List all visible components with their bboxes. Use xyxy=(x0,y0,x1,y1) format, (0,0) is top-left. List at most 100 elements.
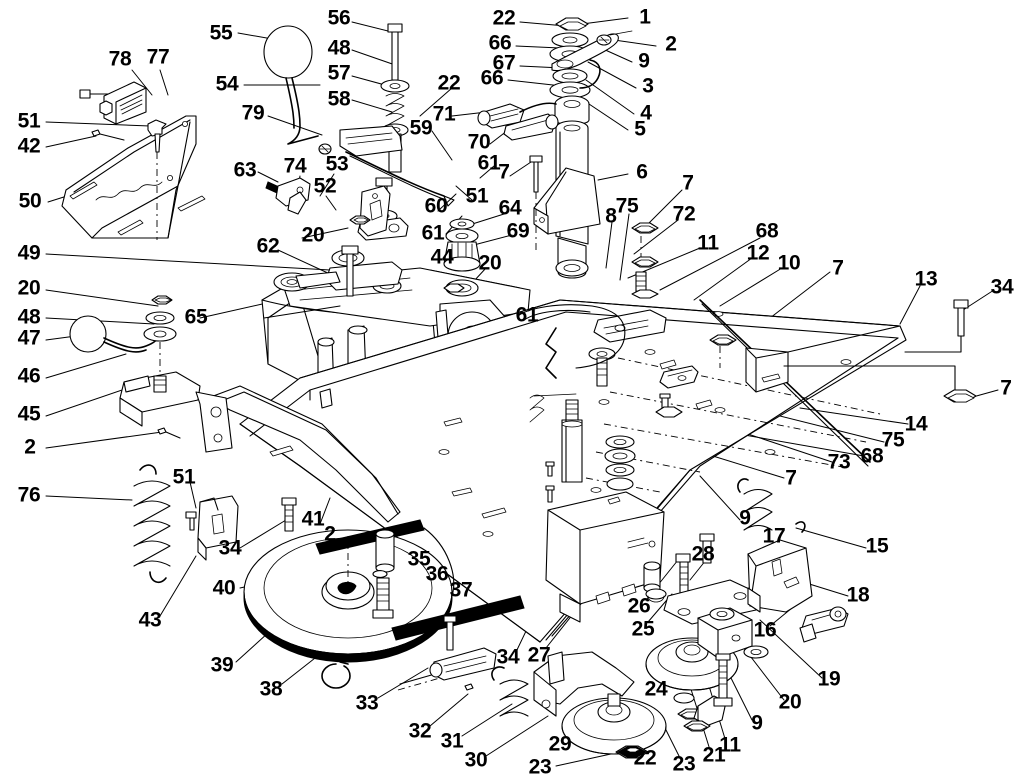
callout-number: 28 xyxy=(691,542,715,566)
callout-number: 60 xyxy=(424,194,448,218)
callout-number: 41 xyxy=(301,507,325,531)
callout-number: 2 xyxy=(665,32,677,56)
callout-number: 7 xyxy=(682,171,694,195)
callout-number: 56 xyxy=(327,6,351,30)
callout-number: 61 xyxy=(477,151,501,175)
callout-number: 51 xyxy=(465,184,489,208)
callout-number: 71 xyxy=(432,102,456,126)
callout-number: 50 xyxy=(18,189,42,213)
callout-number: 22 xyxy=(492,6,516,30)
callout-number: 21 xyxy=(702,743,726,767)
callout-number: 4 xyxy=(640,101,652,125)
callout-number: 7 xyxy=(785,466,797,490)
callout-number: 72 xyxy=(672,202,696,226)
callout-number: 78 xyxy=(108,47,132,71)
callout-number: 1 xyxy=(639,5,651,29)
callout-number: 3 xyxy=(642,74,654,98)
callout-number: 55 xyxy=(209,21,233,45)
callout-number: 44 xyxy=(430,245,454,269)
callout-number: 6 xyxy=(636,160,648,184)
callout-number: 23 xyxy=(528,755,552,779)
callout-number: 61 xyxy=(515,303,539,327)
callout-number: 27 xyxy=(527,643,551,667)
callout-number: 74 xyxy=(283,154,307,178)
callout-number: 63 xyxy=(233,158,257,182)
callout-number: 32 xyxy=(408,719,432,743)
callout-number: 20 xyxy=(17,276,41,300)
callout-number: 20 xyxy=(301,223,325,247)
callout-number: 7 xyxy=(832,256,844,280)
callout-number: 35 xyxy=(407,547,431,571)
callout-number: 20 xyxy=(478,251,502,275)
callout-number: 59 xyxy=(409,116,433,140)
callout-number: 66 xyxy=(488,31,512,55)
callout-number: 68 xyxy=(860,444,884,468)
callout-number: 29 xyxy=(548,732,572,756)
callout-number: 31 xyxy=(440,729,464,753)
callout-number: 22 xyxy=(633,746,657,770)
callout-number: 48 xyxy=(17,305,41,329)
callout-number: 43 xyxy=(138,608,162,632)
callout-number: 42 xyxy=(17,134,41,158)
callout-number: 69 xyxy=(506,219,530,243)
callout-number: 75 xyxy=(615,194,639,218)
callout-number: 11 xyxy=(719,733,741,757)
callout-number: 57 xyxy=(327,61,351,85)
callout-number: 70 xyxy=(467,130,491,154)
callout-number: 34 xyxy=(218,536,242,560)
callout-number: 23 xyxy=(672,752,696,776)
callout-number: 2 xyxy=(24,435,36,459)
callout-number: 76 xyxy=(17,483,41,507)
callout-number: 77 xyxy=(146,45,170,69)
callout-number: 64 xyxy=(498,196,522,220)
callout-number: 7 xyxy=(1000,376,1012,400)
callout-number: 62 xyxy=(256,234,280,258)
callout-number: 20 xyxy=(778,690,802,714)
callout-number: 22 xyxy=(437,71,461,95)
callout-number: 9 xyxy=(751,711,763,735)
callout-number: 37 xyxy=(449,578,473,602)
callout-number: 52 xyxy=(313,174,337,198)
callout-number: 18 xyxy=(846,583,870,607)
callout-number: 36 xyxy=(425,562,449,586)
callout-number: 45 xyxy=(17,402,41,426)
callout-number: 49 xyxy=(17,241,41,265)
callout-number: 54 xyxy=(215,72,239,96)
callout-number: 13 xyxy=(914,267,938,291)
callout-number: 67 xyxy=(492,51,516,75)
callout-number: 38 xyxy=(259,677,283,701)
callout-number: 17 xyxy=(762,524,786,548)
callout-number: 75 xyxy=(881,428,905,452)
callout-number: 24 xyxy=(644,677,668,701)
callout-number: 15 xyxy=(865,534,889,558)
callout-number: 8 xyxy=(605,204,617,228)
callout-number: 26 xyxy=(627,594,651,618)
callout-number: 51 xyxy=(172,465,196,489)
callout-number: 39 xyxy=(210,653,234,677)
callout-number: 68 xyxy=(755,219,779,243)
callout-number: 11 xyxy=(697,231,719,255)
callout-number: 53 xyxy=(325,152,349,176)
callout-number: 30 xyxy=(464,748,488,772)
callout-number: 58 xyxy=(327,87,351,111)
callout-number: 79 xyxy=(241,101,265,125)
callout-number: 51 xyxy=(17,109,41,133)
callout-number: 47 xyxy=(17,326,41,350)
callout-number: 33 xyxy=(355,691,379,715)
callout-number: 34 xyxy=(990,275,1014,299)
callout-number: 25 xyxy=(631,617,655,641)
callout-number: 48 xyxy=(327,36,351,60)
callout-number: 7 xyxy=(498,160,510,184)
callout-number: 40 xyxy=(212,576,236,600)
callout-number: 5 xyxy=(634,117,646,141)
callout-number: 16 xyxy=(753,618,777,642)
callout-number: 73 xyxy=(827,450,851,474)
callout-number: 9 xyxy=(638,49,650,73)
callout-number: 46 xyxy=(17,364,41,388)
callout-number: 10 xyxy=(777,251,801,275)
callout-number: 34 xyxy=(496,645,520,669)
callout-number: 19 xyxy=(817,667,841,691)
callout-number: 61 xyxy=(421,221,445,245)
